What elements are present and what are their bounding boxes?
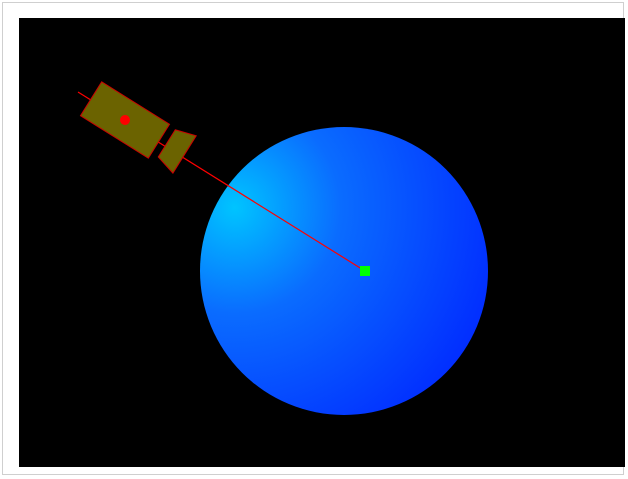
camera[interactable] (79, 81, 198, 174)
scene-viewport[interactable] (19, 18, 625, 467)
camera-lens[interactable] (155, 125, 198, 174)
target-marker-icon[interactable] (360, 266, 370, 276)
scene-canvas[interactable] (19, 18, 625, 467)
camera-position-marker[interactable] (120, 115, 130, 125)
blue-sphere[interactable] (200, 127, 488, 415)
canvas-frame (2, 2, 625, 475)
